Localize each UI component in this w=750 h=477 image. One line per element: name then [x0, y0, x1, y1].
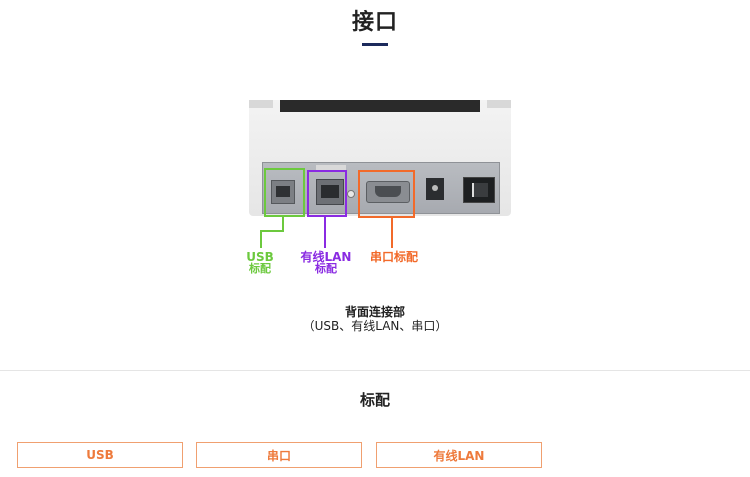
- lan-port-icon: [316, 179, 344, 205]
- lan-callout-status: 标配: [315, 262, 337, 275]
- serial-callout-label: 串口标配: [369, 250, 418, 264]
- caption-detail: （USB、有线LAN、串口）: [302, 319, 448, 333]
- standard-section-title: 标配: [359, 391, 390, 409]
- title-underline: [362, 43, 388, 46]
- power-jack-icon: [426, 178, 444, 200]
- serial-callout-line: [391, 216, 393, 248]
- usb-callout-status: 标配: [249, 262, 271, 275]
- power-switch-icon: [463, 177, 495, 203]
- tag-usb: USB: [17, 442, 183, 468]
- serial-port-icon: [366, 181, 410, 203]
- caption-title: 背面连接部: [344, 305, 405, 319]
- tag-serial: 串口: [196, 442, 362, 468]
- lan-callout-name: 有线LAN: [300, 250, 352, 264]
- printer-back-image: [249, 100, 511, 216]
- usb-callout-name: USB: [246, 250, 274, 264]
- usb-highlight-box: [264, 168, 305, 217]
- tag-lan: 有线LAN: [376, 442, 542, 468]
- section-divider: [0, 370, 750, 371]
- usb-callout-line: [260, 230, 262, 248]
- printer-edge-left: [249, 100, 273, 108]
- serial-highlight-box: [358, 170, 415, 218]
- printer-edge-right: [487, 100, 511, 108]
- usb-port-icon: [271, 180, 295, 204]
- led-indicator-icon: [347, 190, 355, 198]
- lan-callout-line: [324, 215, 326, 248]
- lan-callout-label: 有线LAN 标配: [292, 251, 360, 275]
- paper-slot: [280, 100, 480, 112]
- usb-callout-line: [260, 230, 284, 232]
- page-title: 接口: [351, 10, 398, 35]
- rating-label: [316, 165, 346, 170]
- usb-callout-line: [282, 215, 284, 231]
- image-caption: 背面连接部 （USB、有线LAN、串口）: [0, 305, 750, 333]
- lan-highlight-box: [307, 170, 347, 217]
- usb-callout-label: USB 标配: [240, 251, 280, 275]
